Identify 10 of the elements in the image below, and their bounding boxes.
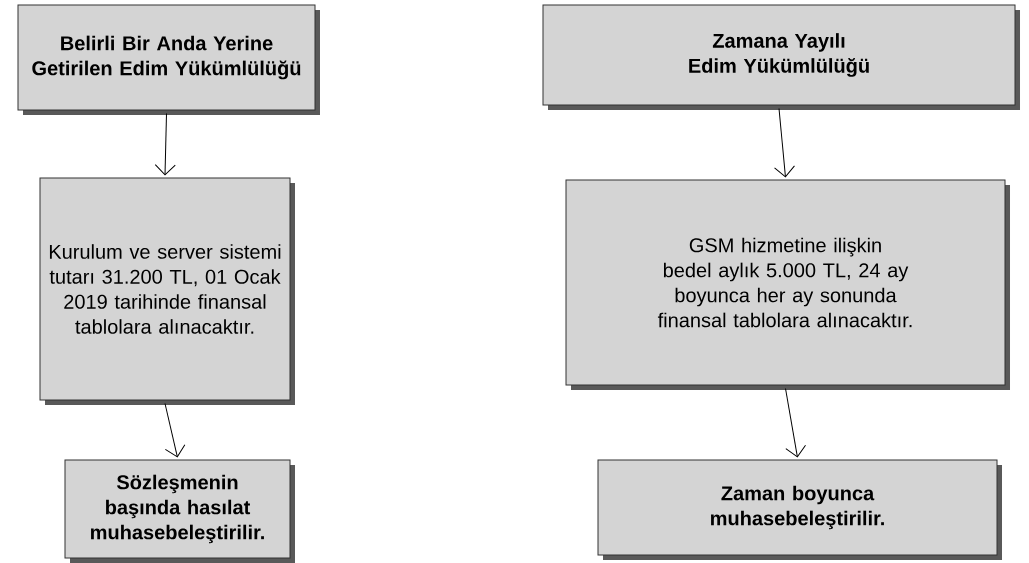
process-box: Sözleşmenin başında hasılat muhasebeleştirilir. (64, 459, 295, 563)
process-box: Zamana Yayılı Edim Yükümlülüğü (542, 4, 1020, 110)
process-box: Belirli Bir Anda Yerine Getirilen Edim Yükümlülüğü (17, 4, 320, 115)
process-box: GSM hizmetine ilişkin bedel aylık 5.000 TL, 24 ay boyunca her ay sonunda finansal tablolara alınacaktır. (565, 179, 1010, 390)
arrow (164, 403, 186, 458)
process-box: Kurulum ve server sistemi tutarı 31.200 TL, 01 Ocak 2019 tarihinde finansal tablolara alınacaktır. (39, 177, 295, 405)
arrow (774, 108, 795, 178)
process-box: Zaman boyunca muhasebeleştirilir. (597, 459, 1002, 560)
arrow (785, 388, 807, 458)
arrow (154, 113, 176, 176)
